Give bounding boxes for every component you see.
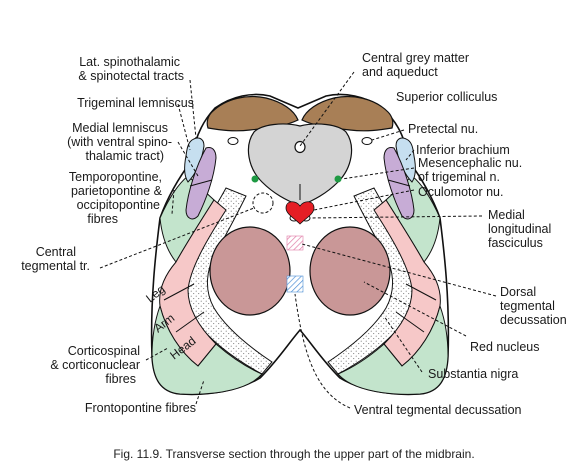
label-mlf-3: fasciculus — [488, 236, 543, 250]
leader-frontopontine — [195, 379, 205, 405]
mesencephalic-nucleus-left — [251, 175, 259, 183]
label-oculomotor: Oculomotor nu. — [418, 185, 503, 199]
leader-substantia-nigra — [383, 315, 423, 373]
leader-pretectal — [371, 129, 405, 141]
central-tegmental-tract — [252, 192, 274, 214]
leader-medial-lemniscus — [177, 141, 199, 177]
leader-central-tegmental — [99, 207, 255, 269]
leader-ventral-tegmental — [294, 293, 351, 409]
dorsal-tegmental-decussation — [286, 235, 304, 251]
leader-red-nucleus — [363, 281, 467, 337]
leader-mlf — [309, 215, 483, 219]
leader-temporopontine — [171, 189, 175, 215]
label-dorsal-tegmental-2: tegmental — [500, 299, 555, 313]
label-mesencephalic-2: of trigeminal n. — [418, 170, 500, 184]
red-nucleus-right — [309, 226, 391, 316]
leader-dorsal-tegmental — [301, 243, 497, 297]
label-central-tegmental-1: Central — [36, 245, 76, 259]
label-temporopontine-1: Temporopontine, — [69, 170, 162, 184]
leader-trigeminal-lemniscus — [177, 103, 191, 151]
label-ventral-tegmental: Ventral tegmental decussation — [354, 403, 522, 417]
mesencephalic-nucleus-right — [334, 175, 342, 183]
label-corticospinal-1: Corticospinal — [68, 344, 140, 358]
label-medial-lemniscus-2: (with ventral spino- — [67, 135, 172, 149]
cerebral-aqueduct — [294, 140, 306, 154]
label-dorsal-tegmental-1: Dorsal — [500, 285, 536, 299]
label-dorsal-tegmental-3: decussation — [500, 313, 567, 327]
label-pretectal: Pretectal nu. — [408, 122, 478, 136]
label-superior-colliculus: Superior colliculus — [396, 90, 497, 104]
leader-mesencephalic — [341, 167, 415, 180]
oculomotor-nucleus — [285, 201, 315, 225]
label-medial-lemniscus-3: thalamic tract) — [86, 149, 165, 163]
label-medial-lemniscus-1: Medial lemniscus — [72, 121, 168, 135]
frontopontine-fibres-left — [151, 304, 263, 395]
label-mesencephalic-1: Mesencephalic nu. — [418, 156, 522, 170]
label-central-grey-2: and aqueduct — [362, 65, 438, 79]
ventral-tegmental-decussation — [286, 275, 304, 293]
label-temporopontine-4: fibres — [87, 212, 118, 226]
label-central-tegmental-2: tegmental tr. — [21, 259, 90, 273]
label-mlf-1: Medial — [488, 208, 525, 222]
label-corticospinal-3: fibres — [105, 372, 136, 386]
label-lat-spinothalamic-1: Lat. spinothalamic — [79, 55, 180, 69]
pretectal-nucleus-left — [227, 137, 239, 145]
label-corticospinal-2: & corticonuclear — [50, 358, 140, 372]
pretectal-nucleus-right — [361, 137, 373, 145]
leader-oculomotor — [313, 189, 415, 211]
label-frontopontine: Frontopontine fibres — [85, 401, 196, 415]
leader-lat-spinothalamic — [189, 79, 197, 139]
inferior-brachium-left — [184, 137, 205, 183]
label-trigeminal-lemniscus: Trigeminal lemniscus — [77, 96, 194, 110]
label-lat-spinothalamic-2: & spinotectal tracts — [78, 69, 184, 83]
label-inferior-brachium: Inferior brachium — [416, 143, 510, 157]
figure-caption: Fig. 11.9. Transverse section through th… — [113, 447, 474, 461]
frontopontine-fibres-right — [337, 304, 449, 395]
inferior-brachium-right — [395, 137, 416, 183]
leader-corticospinal — [145, 347, 169, 361]
label-temporopontine-3: occipitopontine — [77, 198, 160, 212]
label-substantia-nigra: Substantia nigra — [428, 367, 518, 381]
red-nucleus-left — [209, 226, 291, 316]
label-central-grey-1: Central grey matter — [362, 51, 469, 65]
label-mlf-2: longitudinal — [488, 222, 551, 236]
leader-inferior-brachium — [405, 149, 415, 161]
label-red-nucleus: Red nucleus — [470, 340, 540, 354]
label-temporopontine-2: parietopontine & — [71, 184, 163, 198]
